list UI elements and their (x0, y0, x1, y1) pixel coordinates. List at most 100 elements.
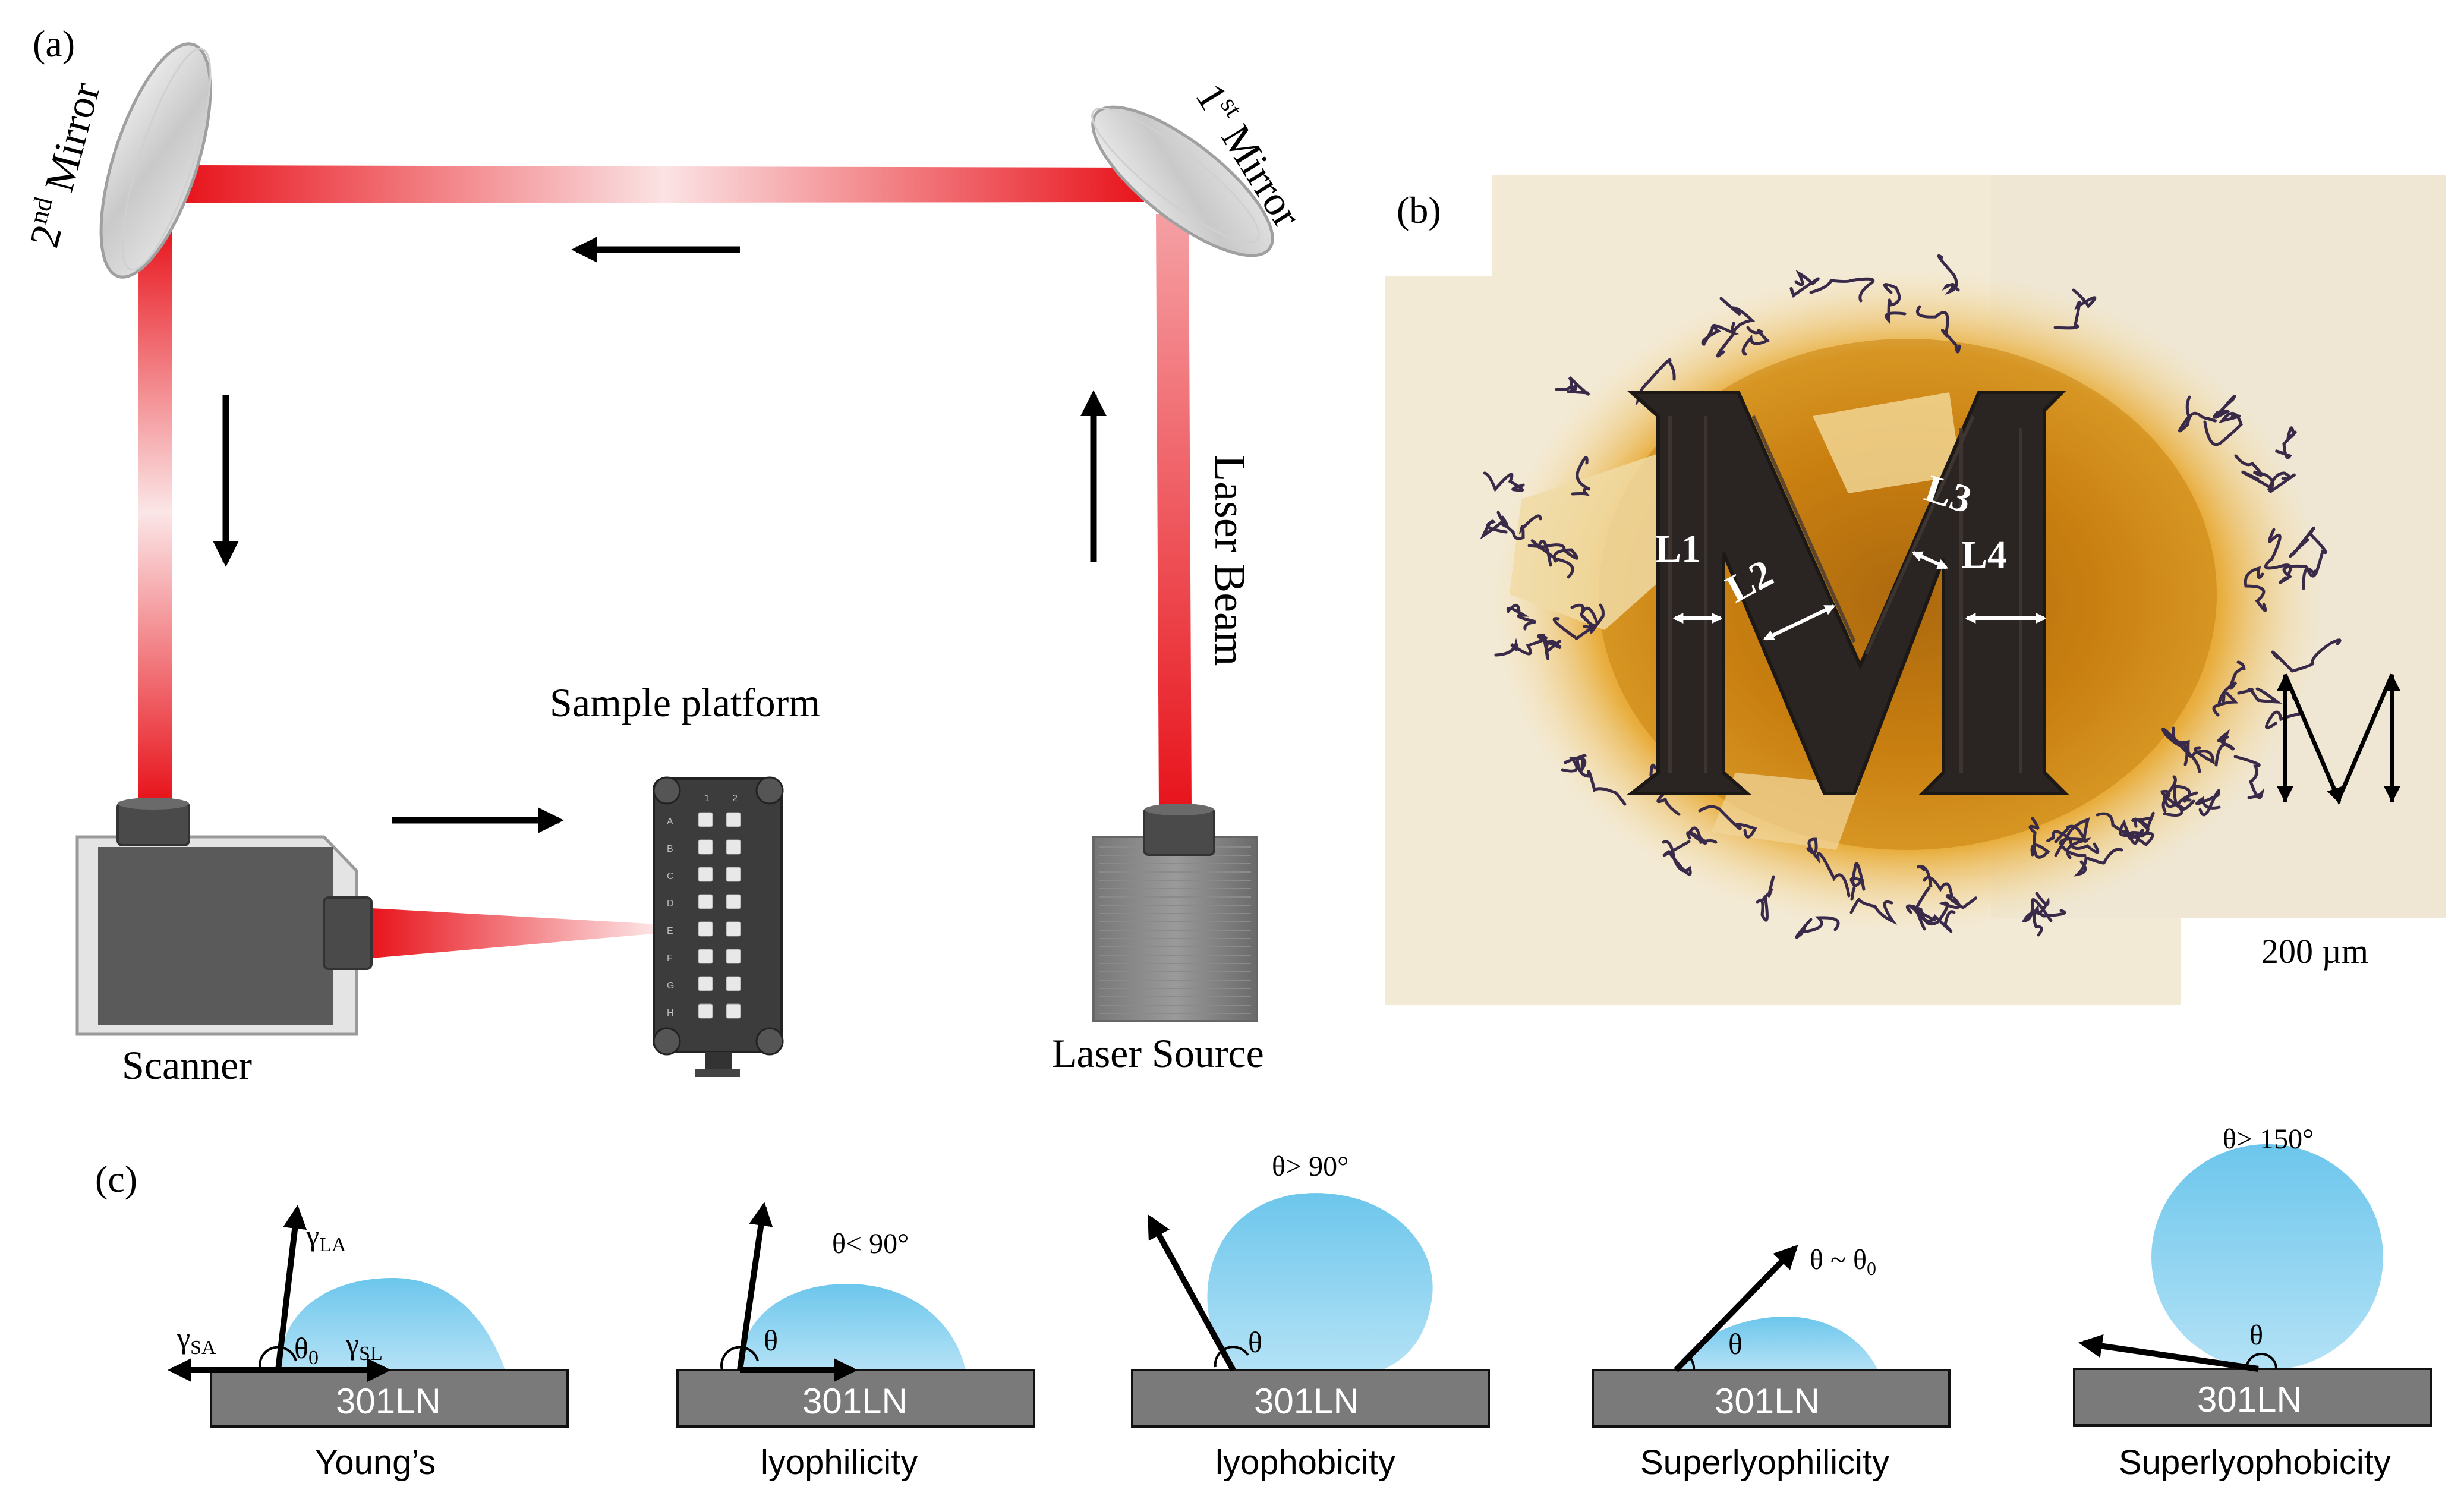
platform-row-label: D (667, 899, 674, 909)
angle-label: θ (1728, 1327, 1743, 1361)
angle-note: θ< 90° (832, 1228, 909, 1259)
beam-scanner-output (371, 908, 660, 958)
angle-label: θ0 (294, 1331, 319, 1369)
laser-source-label: Laser Source (1052, 1031, 1264, 1076)
platform-wells: A B C D E F G H (667, 812, 741, 1019)
laser-source: Laser Source (1052, 804, 1264, 1076)
platform-row-label: H (667, 1008, 674, 1018)
case-caption: lyophilicity (761, 1443, 918, 1482)
platform-well (698, 894, 713, 909)
platform-well (726, 1003, 741, 1019)
angle-note: θ> 90° (1272, 1151, 1348, 1182)
droplet (1207, 1193, 1433, 1370)
panel-c-label: (c) (95, 1158, 137, 1200)
platform-well (726, 976, 741, 991)
gamma-sl-label: γSL (345, 1327, 383, 1365)
first-mirror-icon (1091, 105, 1274, 257)
l2-dimension (1763, 604, 1836, 641)
tension-arrow (1674, 1245, 1798, 1372)
substrate-label: 301LN (2197, 1380, 2302, 1419)
case-caption: Young’s (315, 1443, 436, 1482)
substrate (1592, 1369, 1951, 1428)
platform-row-label: C (667, 871, 674, 881)
beam-right-vertical (1156, 214, 1192, 808)
first-mirror (1091, 105, 1274, 257)
platform-well (726, 894, 741, 909)
second-mirror-icon (99, 42, 212, 279)
sample-platform: Sample platform 1 2 A B C D E F G H (550, 680, 820, 1077)
tension-arrow (2078, 1334, 2259, 1372)
angle-label: θ (1248, 1325, 1262, 1359)
gamma-la-label: γLA (305, 1218, 346, 1256)
scanner-body (98, 847, 333, 1025)
case-superlyophobicity: 301LN θ θ> 150° Superlyophobicity (2073, 1123, 2432, 1482)
angle-note: θ> 150° (2223, 1123, 2314, 1155)
case-youngs: 301LN γLA γSA γSL θ0 Young’s (168, 1205, 569, 1482)
panel-b-label: (b) (1397, 189, 1441, 231)
laser-marked-letter (1626, 391, 2070, 795)
platform-well (726, 921, 741, 937)
case-lyophilicity: 301LN θ θ< 90° lyophilicity (676, 1202, 1035, 1482)
panel-b: (b) L1 L2 L3 L4 (1385, 175, 2446, 1005)
panel-c: (c) 301LN γLA γSA γSL θ0 Young’s 301LN θ… (95, 1123, 2432, 1482)
micrograph: L1 L2 L3 L4 200 µm (1385, 175, 2446, 1005)
gamma-la-arrow (275, 1205, 307, 1371)
platform-col-2: 2 (732, 793, 738, 804)
second-mirror (99, 42, 212, 279)
droplet (740, 1284, 966, 1370)
label-l4: L4 (1961, 533, 2007, 577)
substrate (1131, 1369, 1490, 1428)
platform-row-label: A (667, 817, 673, 827)
case-caption: Superlyophilicity (1640, 1443, 1889, 1482)
scanner: Scanner (75, 798, 373, 1088)
second-mirror-label: 2nd Mirror (18, 77, 109, 252)
substrate-label: 301LN (802, 1381, 908, 1421)
platform-well (726, 812, 741, 827)
laser-beam-label: Laser Beam (1205, 455, 1254, 666)
angle-note: θ ~ θ0 (1810, 1244, 1876, 1279)
label-l1: L1 (1655, 527, 1701, 571)
platform-well (698, 976, 713, 991)
case-lyophobicity: 301LN θ θ> 90° lyophobicity (1131, 1151, 1490, 1482)
substrate-label: 301LN (336, 1381, 441, 1421)
platform-well (698, 812, 713, 827)
sample-platform-label: Sample platform (550, 680, 820, 725)
angle-label: θ (764, 1324, 778, 1357)
platform-row-label: F (667, 953, 673, 963)
beam-top (185, 165, 1144, 203)
platform-well (726, 949, 741, 964)
scale-bar-text: 200 µm (2261, 932, 2368, 971)
droplet (279, 1278, 505, 1370)
platform-well (726, 867, 741, 882)
gamma-sa-label: γSA (177, 1321, 216, 1359)
laser-source-body (1092, 836, 1258, 1022)
platform-col-1: 1 (704, 793, 710, 804)
case-superlyophilicity: 301LN θ θ ~ θ0 Superlyophilicity (1592, 1244, 1951, 1482)
platform-row-label: E (667, 926, 673, 936)
tension-arrow (737, 1202, 773, 1371)
droplet (1673, 1317, 1878, 1370)
angle-label: θ (2249, 1320, 2263, 1351)
scanner-label: Scanner (122, 1043, 252, 1088)
platform-well (698, 1003, 713, 1019)
droplet (2151, 1144, 2383, 1370)
beam-left-vertical (138, 226, 172, 799)
debris-traces (1480, 254, 2342, 939)
platform-well (698, 839, 713, 855)
l3-dimension (1911, 551, 1949, 569)
case-caption: lyophobicity (1215, 1443, 1395, 1482)
platform-row-label: B (667, 844, 673, 854)
platform-well (698, 867, 713, 882)
platform-row-label: G (667, 981, 674, 991)
substrate-label: 301LN (1715, 1381, 1820, 1421)
platform-well (698, 949, 713, 964)
panel-a: (a) 2nd Mirror 1st Mirror Laser Beam (18, 23, 1310, 1088)
platform-well (726, 839, 741, 855)
platform-well (698, 921, 713, 937)
panel-a-label: (a) (33, 23, 75, 65)
scanner-side-port (323, 896, 373, 970)
case-caption: Superlyophobicity (2119, 1443, 2391, 1482)
substrate-label: 301LN (1254, 1381, 1359, 1421)
tension-arrow (1147, 1214, 1236, 1372)
